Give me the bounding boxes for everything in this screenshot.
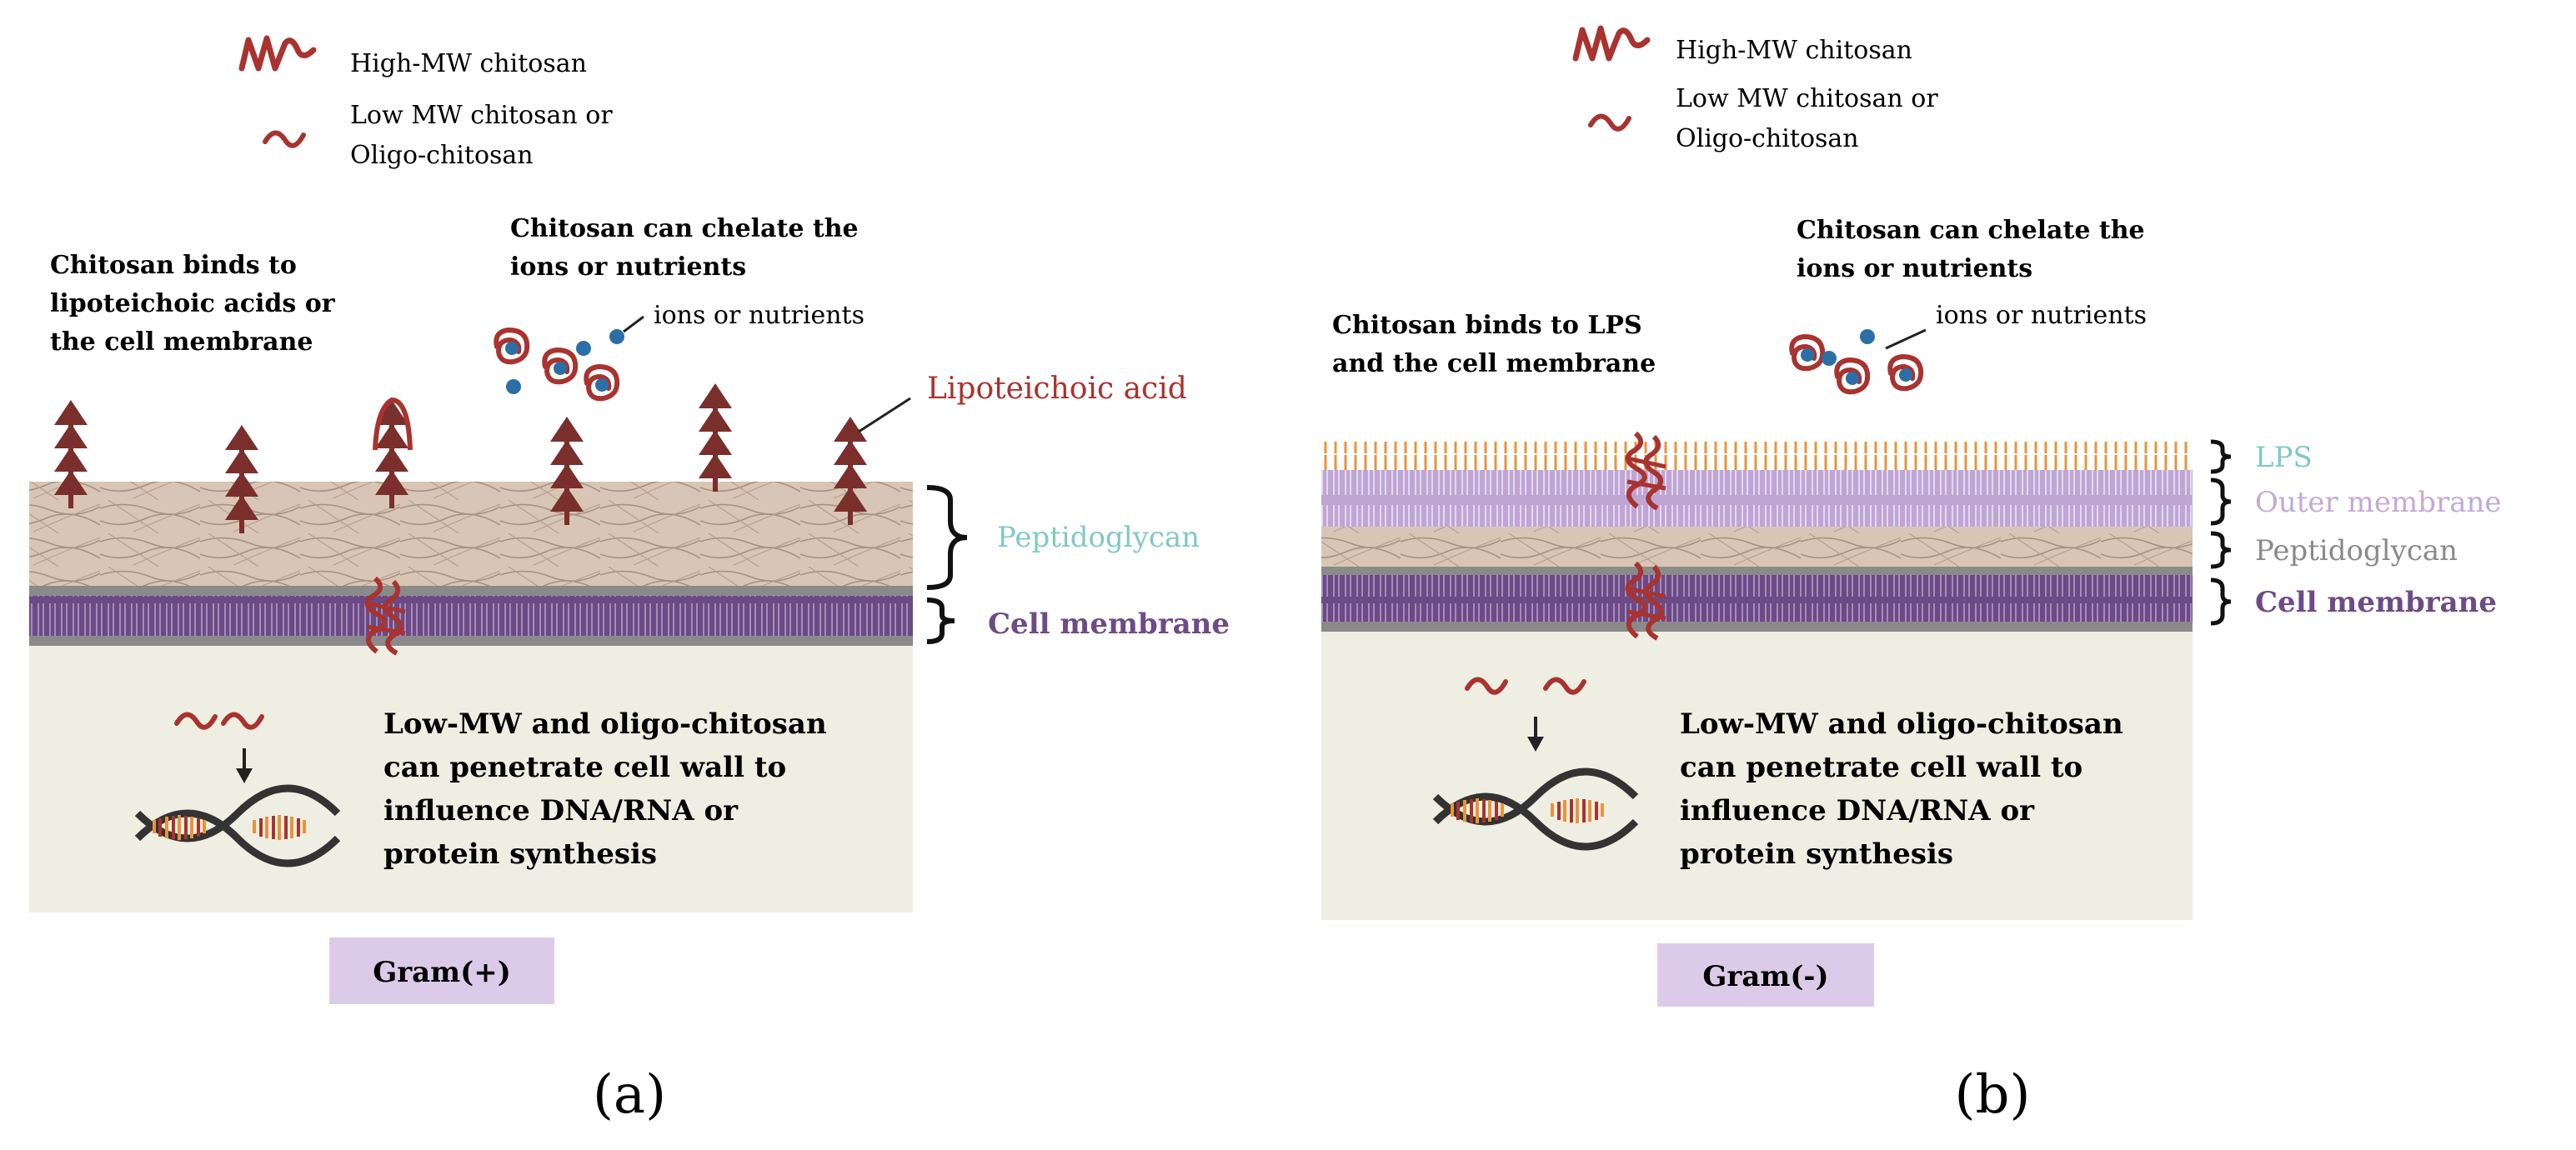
legend-low-mw-line2: Oligo-chitosan (350, 141, 534, 170)
membrane-border (29, 586, 913, 596)
penetrate-text-line3: influence DNA/RNA or (1680, 794, 2035, 828)
cell-membrane-layer (29, 596, 913, 636)
ions-label: ions or nutrients (1936, 301, 2147, 330)
gram-negative-label: Gram(-) (1702, 960, 1828, 993)
peptidoglycan-bracket (2210, 531, 2232, 569)
ions-pointer-line (623, 315, 644, 333)
ion-dot (506, 379, 521, 394)
ions-pointer-line (1885, 328, 1927, 350)
cell-membrane-bracket (2210, 578, 2232, 626)
panel-b: High-MW chitosan Low MW chitosan or Olig… (1321, 28, 2502, 1126)
peptidoglycan-label: Peptidoglycan (2255, 534, 2458, 568)
lps-bracket (2210, 439, 2232, 474)
panel-a-caption: (a) (593, 1064, 666, 1126)
cell-membrane-label: Cell membrane (2255, 586, 2497, 619)
lipoteichoic-acid-icon (54, 400, 88, 508)
chelated-ion-icon (544, 350, 575, 382)
lipoteichoic-acid-icon (699, 383, 732, 492)
outer-membrane-label: Outer membrane (2255, 486, 2502, 519)
chelated-ion-icon (1837, 360, 1867, 392)
gram-negative-box (1657, 943, 1874, 1007)
membrane-border (1321, 567, 2193, 575)
high-mw-chitosan-icon (1576, 28, 1647, 58)
ion-dot (1860, 329, 1875, 344)
down-arrow-head (1527, 737, 1544, 752)
chelate-text-line1: Chitosan can chelate the (510, 214, 859, 243)
gram-positive-label: Gram(+) (373, 956, 511, 989)
chelate-text-line2: ions or nutrients (510, 252, 746, 282)
outer-membrane-bracket (2210, 478, 2232, 526)
binds-text-line1: Chitosan binds to (50, 251, 297, 280)
chelated-ion-icon (1890, 357, 1921, 388)
penetrate-text-line2: can penetrate cell wall to (383, 751, 786, 784)
gram-positive-box (329, 938, 554, 1004)
bound-chitosan-icon (373, 397, 413, 451)
penetrate-text-line2: can penetrate cell wall to (1680, 751, 2082, 784)
peptidoglycan-label: Peptidoglycan (997, 521, 1200, 554)
legend-low-mw-line2: Oligo-chitosan (1676, 124, 1859, 153)
membrane-border (1321, 622, 2193, 632)
chelated-ion-icon (586, 367, 617, 398)
low-mw-chitosan-icon (1591, 116, 1629, 128)
cell-membrane-layer (1321, 575, 2193, 622)
lipoteichoic-acid-icon (550, 417, 584, 525)
penetrate-text-line4: protein synthesis (383, 838, 657, 871)
cytoplasm (1321, 632, 2193, 920)
lipoteichoic-acid-icon (834, 417, 867, 525)
low-mw-chitosan-icon (265, 132, 303, 145)
cell-membrane-bracket (926, 598, 955, 644)
peptidoglycan-bracket (926, 485, 968, 590)
legend-low-mw-line1: Low MW chitosan or (1676, 84, 1938, 113)
binds-text-line2: and the cell membrane (1332, 349, 1656, 378)
chelated-ion-icon (1792, 337, 1822, 368)
ions-label: ions or nutrients (654, 301, 865, 330)
down-arrow-head (236, 768, 253, 783)
binds-text-line2: lipoteichoic acids or (50, 289, 336, 318)
panel-b-caption: (b) (1955, 1064, 2031, 1126)
high-mw-chitosan-icon (242, 38, 313, 68)
penetrate-text-line1: Low-MW and oligo-chitosan (1680, 708, 2123, 741)
penetrate-text-line1: Low-MW and oligo-chitosan (383, 708, 827, 741)
panel-a: High-MW chitosan Low MW chitosan or Olig… (29, 38, 1230, 1126)
chelated-ion-icon (496, 330, 527, 362)
lps-label: LPS (2255, 441, 2313, 474)
legend-high-mw: High-MW chitosan (1676, 36, 1912, 65)
ion-dot (609, 329, 624, 344)
chelate-text-line1: Chitosan can chelate the (1797, 216, 2145, 245)
membrane-border (29, 636, 913, 646)
penetrate-text-line3: influence DNA/RNA or (383, 794, 739, 828)
ion-dot (1822, 351, 1837, 366)
lipoteichoic-acid-icon (225, 425, 258, 533)
legend-high-mw: High-MW chitosan (350, 49, 587, 78)
lta-pointer-line (858, 397, 911, 433)
peptidoglycan-layer (29, 482, 913, 586)
peptidoglycan-layer (1321, 527, 2193, 567)
outer-membrane-layer (1321, 470, 2193, 527)
ion-dot (576, 341, 591, 356)
chelate-text-line2: ions or nutrients (1797, 254, 2032, 283)
lipoteichoic-acid-label: Lipoteichoic acid (927, 372, 1187, 406)
penetrate-text-line4: protein synthesis (1680, 838, 1953, 871)
cell-membrane-label: Cell membrane (988, 608, 1230, 641)
lps-layer (1321, 442, 2193, 470)
binds-text-line1: Chitosan binds to LPS (1332, 311, 1642, 340)
cytoplasm (29, 646, 913, 912)
binds-text-line3: the cell membrane (50, 328, 313, 357)
legend-low-mw-line1: Low MW chitosan or (350, 101, 613, 130)
